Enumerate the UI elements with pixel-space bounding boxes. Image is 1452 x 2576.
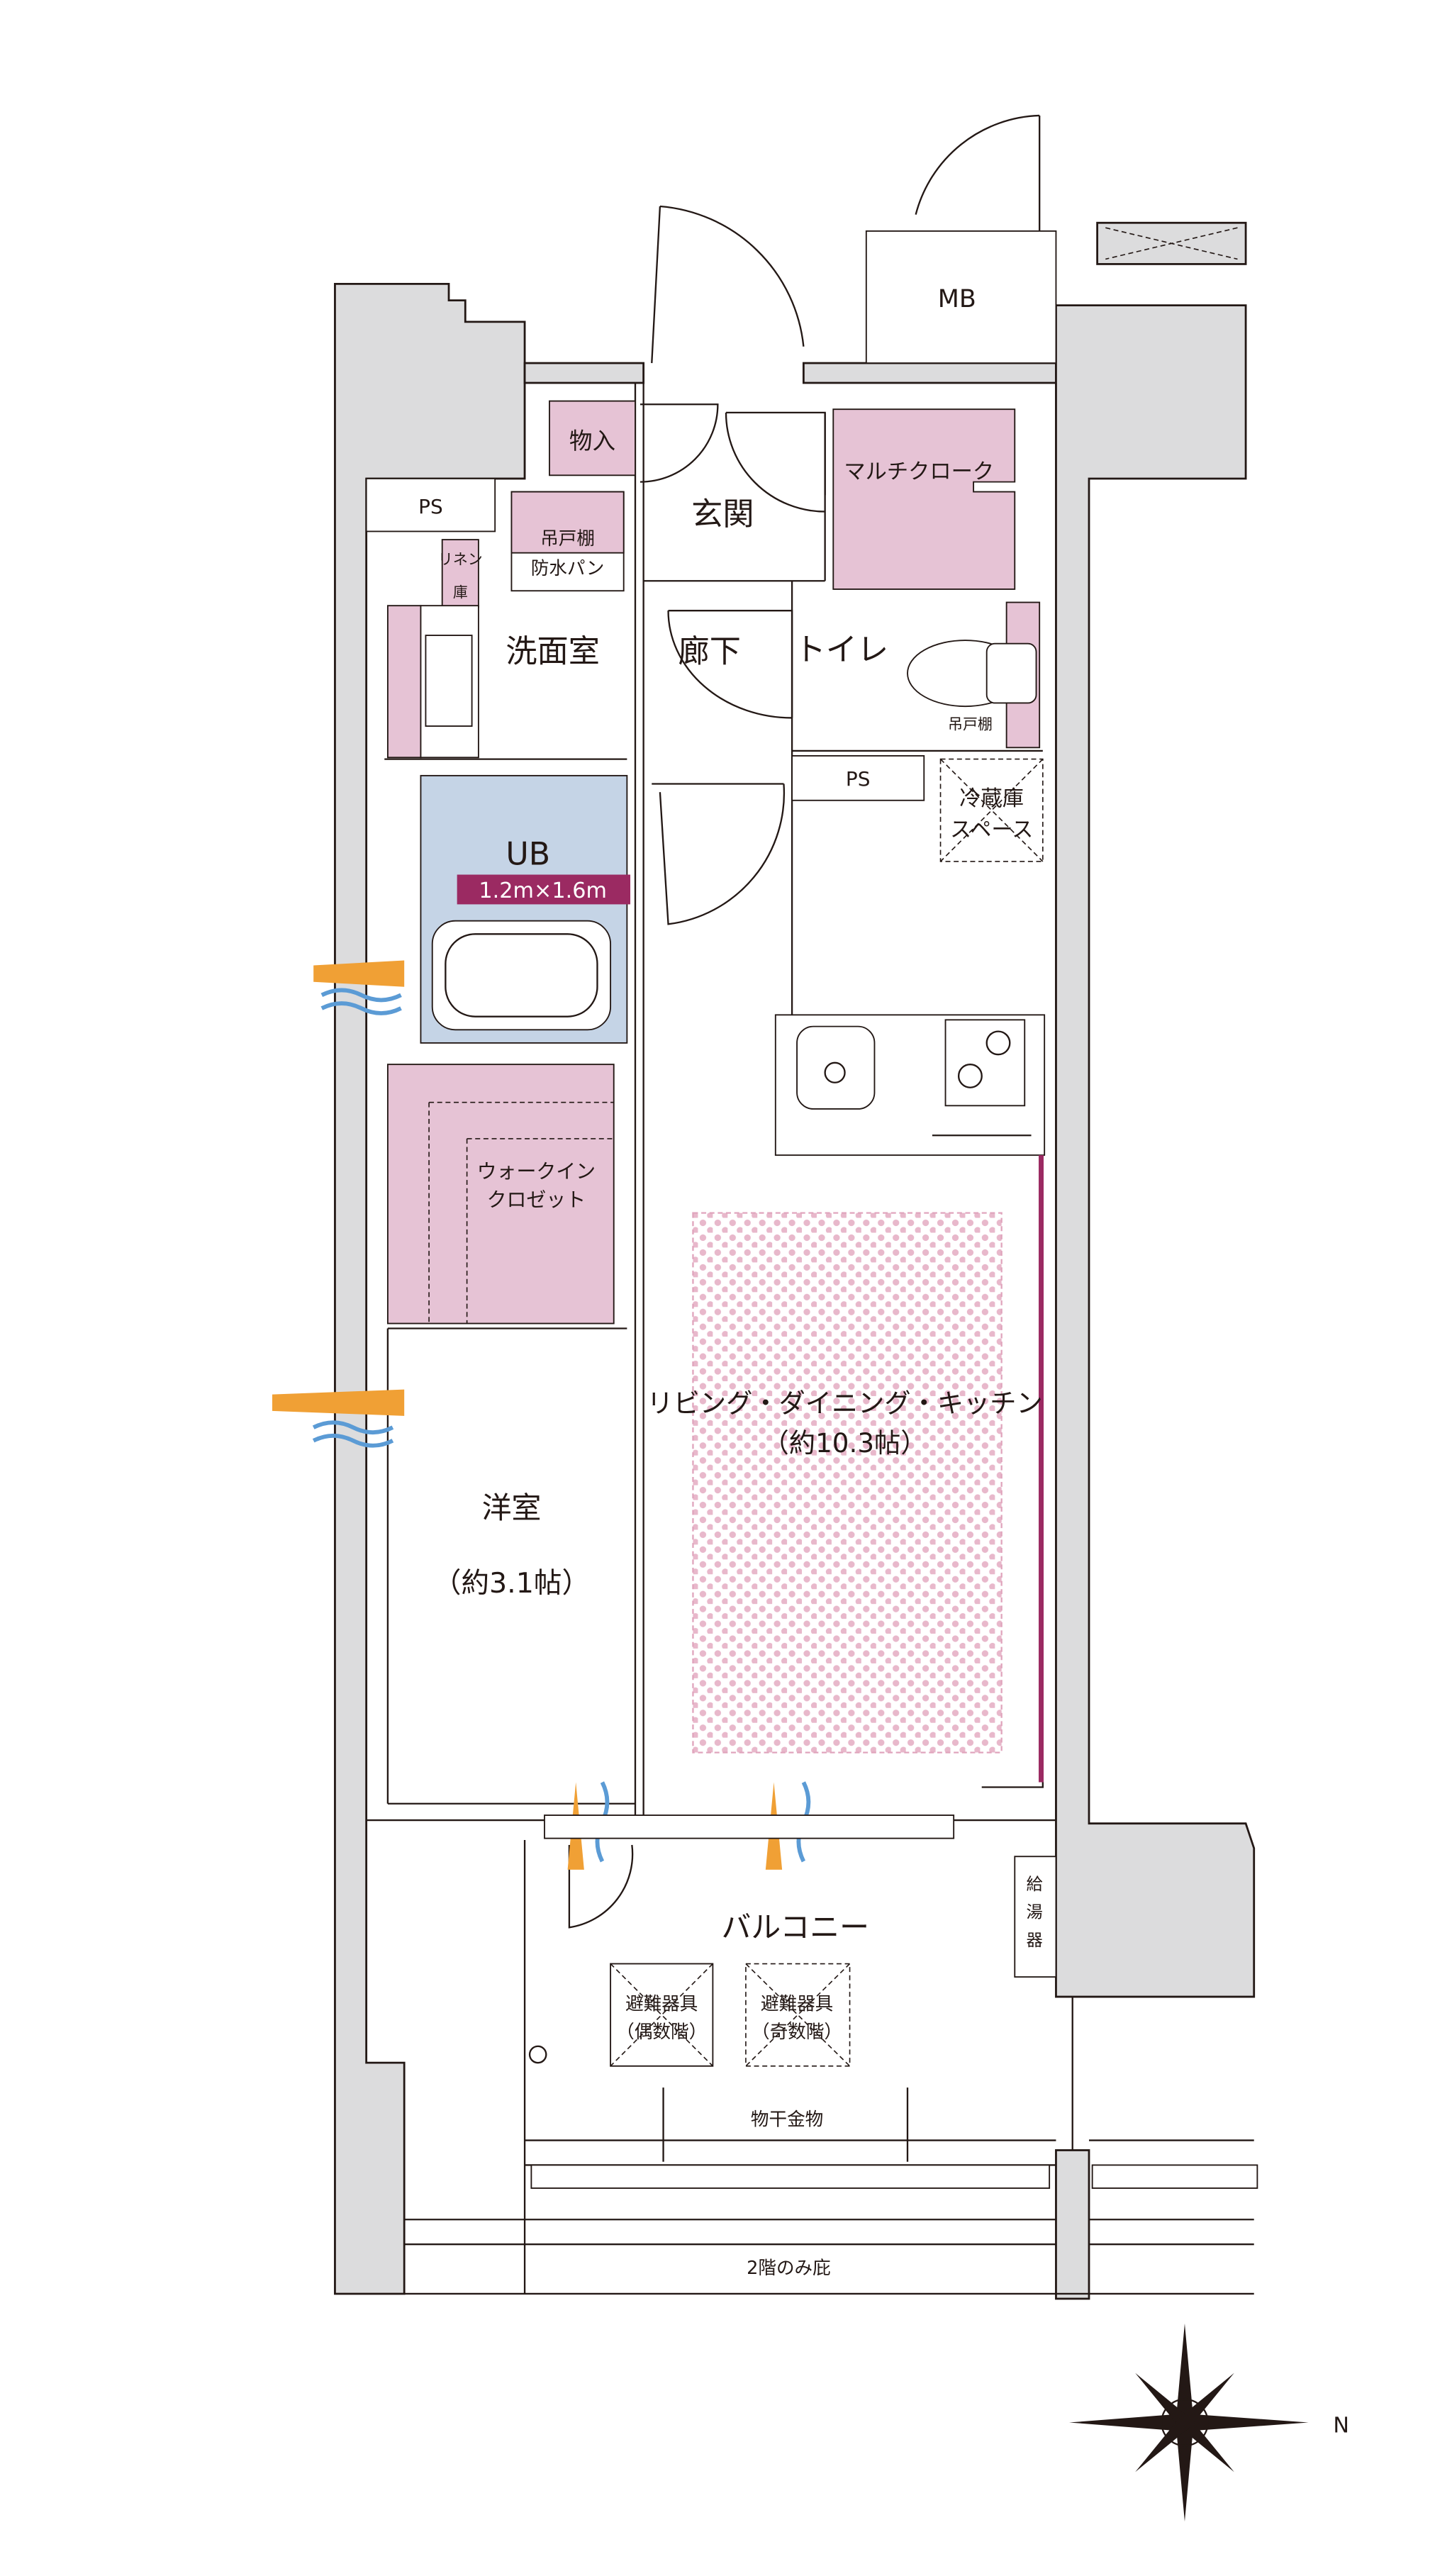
evac-even-label-2: （偶数階）	[616, 2022, 707, 2043]
fridge-space	[939, 758, 1044, 862]
ps-top-label: PS	[418, 495, 443, 518]
sink	[796, 1025, 876, 1110]
evac-odd-label-1: 避難器具	[761, 1994, 833, 2015]
evac-odd-label-2: （奇数階）	[752, 2022, 842, 2043]
bathtub	[431, 920, 612, 1031]
mb-label: MB	[938, 285, 976, 313]
ldk-label: リビング・ダイニング・キッチン	[647, 1388, 1042, 1419]
storage-closet	[549, 400, 636, 476]
toilet-shelf-label: 吊戸棚	[948, 716, 993, 733]
wic-label-1: ウォークイン	[477, 1160, 596, 1183]
evac-even-label-1: 避難器具	[625, 1994, 698, 2015]
western-room-size-label: （約3.1帖）	[433, 1567, 590, 1600]
storage-label: 物入	[569, 428, 615, 455]
stove	[944, 1019, 1026, 1107]
airflow-icons	[272, 960, 811, 1870]
fridge-label-1: 冷蔵庫	[959, 786, 1024, 811]
toilet-label: トイレ	[795, 632, 889, 668]
fridge-label-2: スペース	[950, 818, 1033, 842]
water-heater-label-3: 器	[1027, 1931, 1043, 1950]
hanging-shelf-label: 吊戸棚	[540, 528, 595, 550]
evac-odd-box	[745, 1963, 851, 2067]
multi-cloak-label: マルチクローク	[844, 459, 994, 484]
ldk-size-label: （約10.3帖）	[763, 1427, 927, 1459]
interior	[365, 114, 1057, 1929]
walls	[334, 282, 1256, 2300]
water-heater-label-1: 給	[1027, 1875, 1043, 1894]
ps-mid-label: PS	[846, 767, 871, 791]
hallway-label: 廊下	[678, 633, 741, 669]
walk-in-closet	[386, 1064, 615, 1325]
balcony-label: バルコニー	[721, 1909, 869, 1944]
balcony: 給 湯 器 バルコニー 避難器具 （偶数階） 避難器具 （奇数階） 物干金物 2…	[404, 1839, 1258, 2295]
waterproof-pan-label: 防水パン	[531, 558, 605, 579]
linen-label-1: リネン	[438, 551, 483, 568]
linen-closet	[441, 539, 479, 608]
eave-label: 2階のみ庇	[747, 2258, 831, 2279]
linen-label-2: 庫	[453, 584, 468, 601]
ub-label: UB	[506, 837, 550, 873]
multi-cloak	[832, 408, 1016, 590]
north-label: N	[1333, 2413, 1349, 2438]
ub-size-badge	[457, 874, 631, 905]
compass-icon	[1069, 2323, 1309, 2522]
western-room-label: 洋室	[482, 1490, 542, 1525]
entrance-label: 玄関	[691, 496, 754, 533]
mb-area: MB	[865, 221, 1247, 364]
drying-rack-label: 物干金物	[751, 2109, 823, 2131]
evac-even-box	[610, 1963, 714, 2067]
ub-size-label: 1.2m×1.6m	[479, 879, 607, 903]
washroom-label: 洗面室	[506, 633, 600, 669]
wic-label-2: クロゼット	[487, 1188, 586, 1211]
ldk-flooring	[692, 1212, 1003, 1753]
water-heater-label-2: 湯	[1027, 1902, 1043, 1922]
